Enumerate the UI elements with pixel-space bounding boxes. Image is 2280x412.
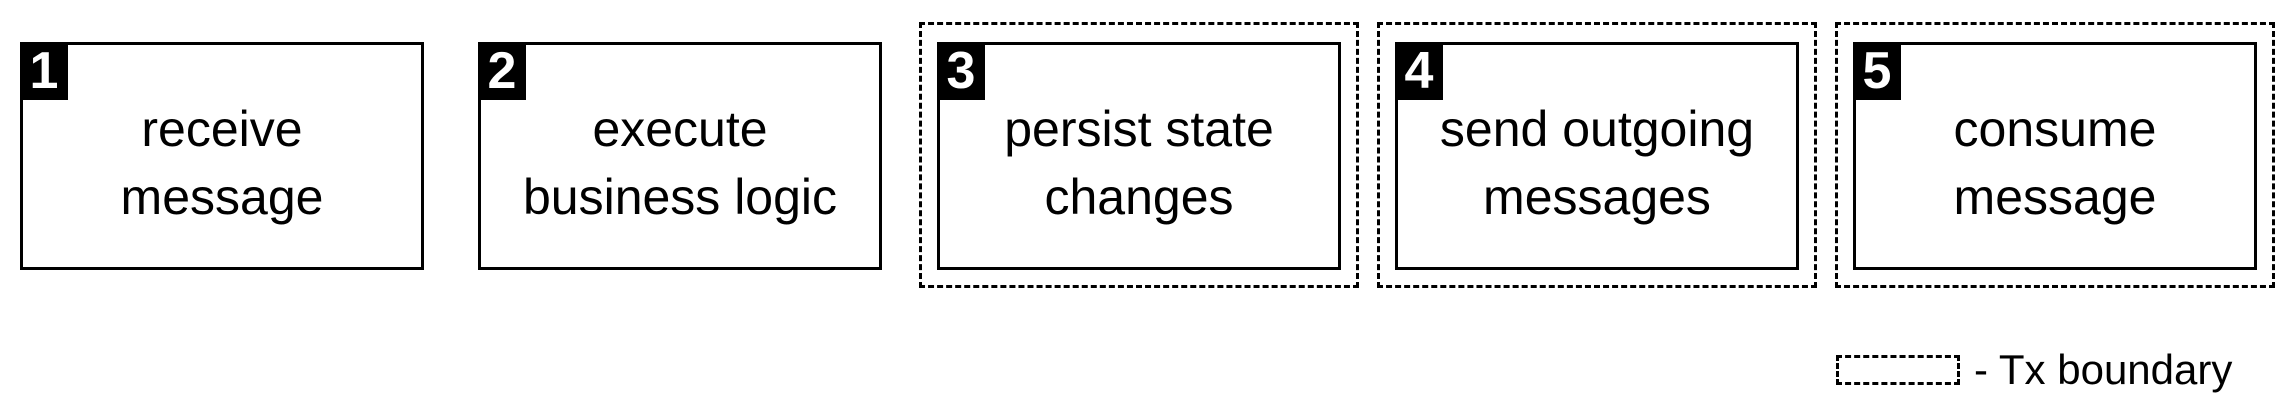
step-number-badge: 4 [1395, 42, 1443, 100]
step-label: send outgoing messages [1398, 95, 1796, 231]
step-receive-message: 1 receive message [20, 42, 424, 270]
step-number-badge: 2 [478, 42, 526, 100]
step-label-line: execute [592, 101, 768, 157]
step-label-line: message [120, 169, 324, 225]
step-label-line: messages [1483, 169, 1711, 225]
step-label: consume message [1856, 95, 2254, 231]
legend-tx-boundary-swatch [1836, 355, 1960, 385]
step-label: receive message [23, 95, 421, 231]
step-execute-business-logic: 2 execute business logic [478, 42, 882, 270]
step-label-line: business logic [522, 169, 838, 225]
step-number-badge: 1 [20, 42, 68, 100]
step-send-outgoing-messages: 4 send outgoing messages [1395, 42, 1799, 270]
step-consume-message: 5 consume message [1853, 42, 2257, 270]
step-label-line: changes [1044, 169, 1234, 225]
tx-boundary-step-5 [1835, 22, 2275, 288]
step-persist-state-changes: 3 persist state changes [937, 42, 1341, 270]
step-label: persist state changes [940, 95, 1338, 231]
step-label-line: persist state [1004, 101, 1274, 157]
step-label-line: consume [1953, 101, 2157, 157]
step-label-line: message [1953, 169, 2157, 225]
step-label: execute business logic [481, 95, 879, 231]
tx-boundary-step-4 [1377, 22, 1817, 288]
step-label-line: send outgoing [1439, 101, 1755, 157]
tx-boundary-step-3 [919, 22, 1359, 288]
step-label-line: receive [141, 101, 303, 157]
step-number-badge: 5 [1853, 42, 1901, 100]
legend-tx-boundary-label: - Tx boundary [1974, 346, 2233, 393]
step-number-badge: 3 [937, 42, 985, 100]
